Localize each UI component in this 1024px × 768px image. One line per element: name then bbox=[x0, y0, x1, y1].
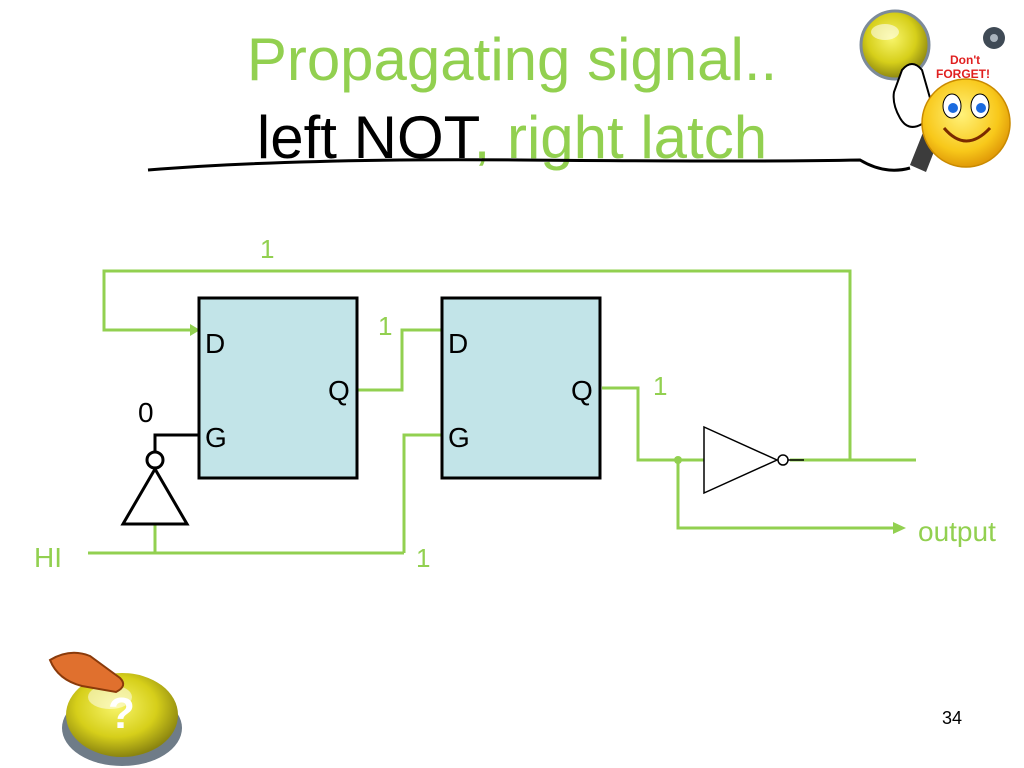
latch-right: D Q G bbox=[440, 296, 602, 480]
latch-left-q: Q bbox=[328, 375, 350, 406]
slide-title: Propagating signal.. bbox=[0, 30, 1024, 90]
subtitle-comma: , bbox=[473, 104, 491, 171]
right-q-wire bbox=[602, 386, 706, 462]
hi-label: HI bbox=[34, 542, 62, 573]
output-wire bbox=[676, 460, 895, 530]
subtitle-left-not: left NOT bbox=[256, 104, 474, 171]
hi-to-g-value: 1 bbox=[416, 543, 430, 573]
title-line-1: Propagating signal.. bbox=[246, 26, 778, 93]
svg-text:?: ? bbox=[108, 689, 135, 738]
slide-subtitle: left NOT, right latch bbox=[0, 108, 1024, 168]
page-number: 34 bbox=[941, 708, 962, 728]
output-arrow bbox=[893, 522, 906, 534]
latch-left-d: D bbox=[205, 328, 225, 359]
latch-right-q: Q bbox=[571, 375, 593, 406]
latch-left: D Q G bbox=[197, 296, 359, 480]
mid-wire bbox=[358, 328, 442, 392]
title-underline bbox=[147, 158, 911, 172]
feedback-value: 1 bbox=[260, 234, 274, 264]
left-g-value: 0 bbox=[138, 397, 154, 428]
junction-dot bbox=[674, 456, 682, 464]
help-button-icon: ? bbox=[48, 651, 182, 766]
wires bbox=[88, 269, 916, 555]
latch-right-d: D bbox=[448, 328, 468, 359]
latch-right-g: G bbox=[448, 422, 470, 453]
feedback-wire bbox=[102, 269, 852, 460]
latch-left-g: G bbox=[205, 422, 227, 453]
subtitle-right-latch: right latch bbox=[490, 104, 768, 171]
hi-to-g-wire bbox=[402, 433, 442, 553]
not-gate-right bbox=[703, 425, 804, 495]
output-label: output bbox=[918, 516, 996, 547]
not-gate-left bbox=[120, 433, 199, 526]
right-q-value: 1 bbox=[653, 371, 667, 401]
mid-wire-value: 1 bbox=[378, 311, 392, 341]
d-input-arrow bbox=[190, 324, 200, 336]
